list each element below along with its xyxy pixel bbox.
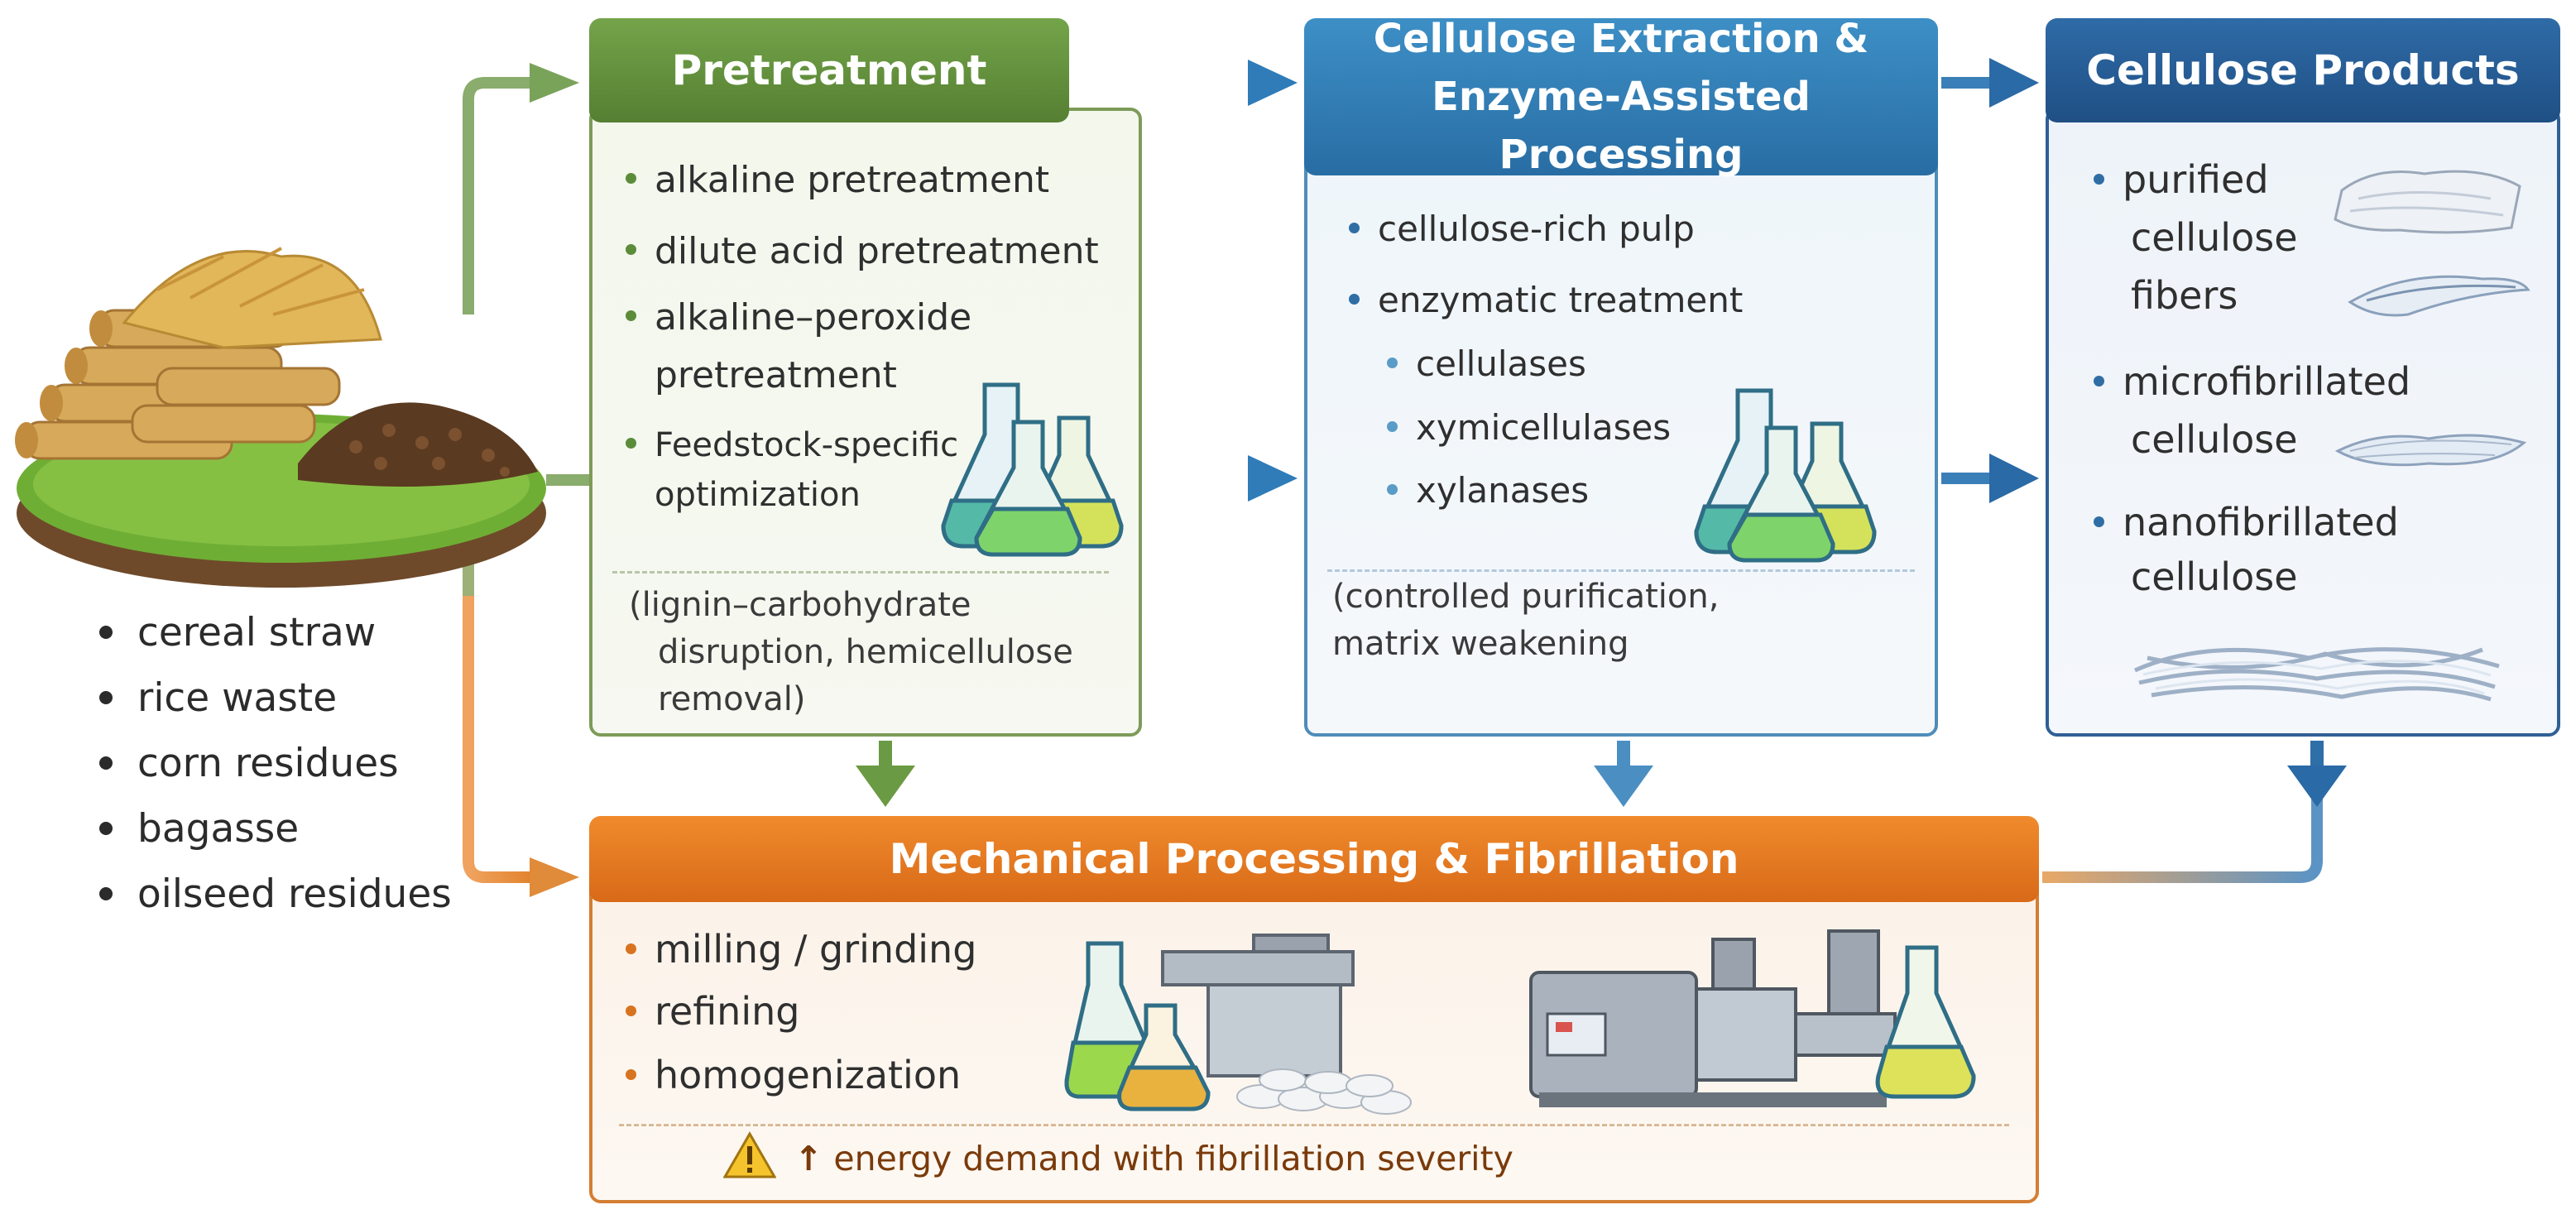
product-item-cont: fibers xyxy=(2131,273,2238,318)
extraction-item: cellulose-rich pulp xyxy=(1349,209,1695,249)
feedstock-item: corn residues xyxy=(91,731,521,796)
arrow-up-icon: ↑ xyxy=(794,1139,823,1178)
product-item-cont: cellulose xyxy=(2131,215,2298,260)
feedstock-item: bagasse xyxy=(91,796,521,862)
fiber-strands-icon xyxy=(2348,275,2530,317)
extraction-divider xyxy=(1327,569,1915,572)
pretreatment-item-cont: pretreatment xyxy=(655,354,897,396)
extraction-title-line1: Cellulose Extraction & xyxy=(1373,16,1869,62)
product-item: microfibrillated xyxy=(2094,359,2411,404)
pretreatment-note-line: disruption, hemicellulose xyxy=(658,633,1073,671)
warning-icon xyxy=(723,1131,776,1178)
extraction-note-line: (controlled purification, xyxy=(1332,578,1720,616)
feedstock-item: rice waste xyxy=(91,665,521,731)
mill-with-flasks-icon xyxy=(1064,934,1412,1115)
pretreatment-item: alkaline pretreatment xyxy=(626,159,1049,201)
flasks-icon xyxy=(1694,388,1877,563)
products-title: Cellulose Products xyxy=(2086,46,2520,94)
pretreatment-item: dilute acid pretreatment xyxy=(626,230,1099,272)
mechanical-divider xyxy=(619,1124,2009,1126)
pretreatment-title: Pretreatment xyxy=(671,46,987,94)
extraction-title-line2: Enzyme-Assisted Processing xyxy=(1432,74,1811,178)
product-item-cont: cellulose xyxy=(2131,417,2298,462)
product-item: nanofibrillated xyxy=(2094,500,2399,545)
arrow-feed-to-pretreatment xyxy=(463,77,530,314)
extraction-header: Cellulose Extraction & Enzyme-Assisted P… xyxy=(1304,16,1938,178)
mechanical-title: Mechanical Processing & Fibrillation xyxy=(889,835,1739,883)
pretreatment-item: Feedstock-specific xyxy=(626,426,958,464)
extraction-subitem: cellulases xyxy=(1387,343,1586,384)
feedstock-list: cereal straw rice waste corn residues ba… xyxy=(91,600,521,927)
biomass-pile-illustration xyxy=(15,247,546,588)
pretreatment-note-line: (lignin–carbohydrate xyxy=(629,586,971,624)
extraction-subitem: xylanases xyxy=(1387,470,1589,511)
mechanical-item: milling / grinding xyxy=(626,927,976,972)
mechanical-header: Mechanical Processing & Fibrillation xyxy=(589,816,2039,902)
nanofibril-network-icon xyxy=(2133,647,2500,702)
pretreatment-item: alkaline–peroxide xyxy=(626,296,971,338)
pretreatment-item-cont: optimization xyxy=(655,476,861,514)
arrow-feed-to-mechanical xyxy=(463,579,530,883)
product-item: purified xyxy=(2094,157,2269,202)
extraction-note-line: matrix weakening xyxy=(1332,625,1629,663)
fiber-bundle-icon xyxy=(2334,170,2521,234)
feedstock-item: oilseed residues xyxy=(91,862,521,927)
energy-warning-text: energy demand with fibrillation severity xyxy=(833,1139,1513,1178)
energy-warning: ↑ energy demand with fibrillation severi… xyxy=(794,1139,1513,1178)
pretreatment-divider xyxy=(612,571,1109,574)
products-header: Cellulose Products xyxy=(2046,18,2560,122)
extraction-panel xyxy=(1304,108,1938,737)
flasks-icon xyxy=(941,382,1124,557)
mechanical-item: homogenization xyxy=(626,1053,961,1097)
product-item-cont: cellulose xyxy=(2131,554,2298,599)
pretreatment-header: Pretreatment xyxy=(589,18,1069,122)
homogenizer-machine-icon xyxy=(1529,929,1976,1107)
mechanical-item: refining xyxy=(626,989,799,1034)
extraction-subitem: xymicellulases xyxy=(1387,407,1671,448)
pretreatment-note-line: removal) xyxy=(658,680,806,718)
microfibril-icon xyxy=(2334,434,2527,467)
feedstock-item: cereal straw xyxy=(91,600,521,665)
pretreatment-panel xyxy=(589,108,1142,737)
extraction-item: enzymatic treatment xyxy=(1349,280,1743,320)
arrow-mech-to-prod xyxy=(2042,790,2323,883)
